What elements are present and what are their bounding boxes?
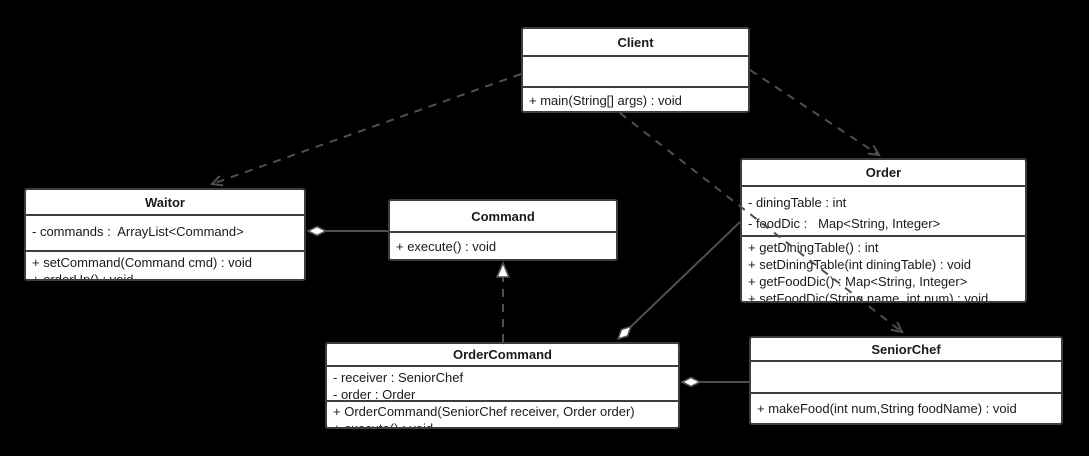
class-order[interactable]: Order - diningTable : int - foodDic : Ma…	[740, 158, 1027, 303]
class-command[interactable]: Command + execute() : void	[388, 199, 618, 261]
method: + OrderCommand(SeniorChef receiver, Orde…	[333, 404, 635, 419]
class-ordercommand-attributes: - receiver : SeniorChef - order : Order	[327, 365, 678, 400]
class-seniorchef-title: SeniorChef	[871, 341, 941, 357]
method: + orderUp() : void	[32, 272, 134, 281]
attribute: - receiver : SeniorChef	[333, 370, 464, 385]
class-order-methods: + getDiningTable() : int + setDiningTabl…	[742, 235, 1025, 303]
class-client[interactable]: Client + main(String[] args) : void	[521, 27, 750, 113]
method: + execute() : void	[333, 421, 434, 429]
class-client-title: Client	[617, 34, 654, 50]
attribute: - commands : ArrayList<Command>	[32, 224, 244, 239]
attribute: - diningTable : int	[748, 195, 847, 210]
class-order-attributes: - diningTable : int - foodDic : Map<Stri…	[742, 185, 1025, 235]
class-waitor-title: Waitor	[145, 194, 185, 210]
method: + setCommand(Command cmd) : void	[32, 255, 252, 270]
class-command-methods: + execute() : void	[390, 231, 616, 259]
class-seniorchef-attributes	[751, 360, 1061, 392]
class-client-attributes	[523, 55, 748, 86]
method: + setFoodDic(String name, int num) : voi…	[748, 291, 989, 303]
attribute: - foodDic : Map<String, Integer>	[748, 216, 941, 231]
class-waitor[interactable]: Waitor - commands : ArrayList<Command> +…	[24, 188, 306, 281]
class-ordercommand[interactable]: OrderCommand - receiver : SeniorChef - o…	[325, 342, 680, 429]
method: + makeFood(int num,String foodName) : vo…	[757, 401, 1017, 416]
class-order-title: Order	[865, 165, 902, 180]
attribute: - order : Order	[333, 387, 416, 400]
class-waitor-methods: + setCommand(Command cmd) : void + order…	[26, 250, 304, 281]
method: + getFoodDic() : Map<String, Integer>	[748, 274, 968, 289]
class-ordercommand-title: OrderCommand	[453, 347, 552, 362]
class-ordercommand-methods: + OrderCommand(SeniorChef receiver, Orde…	[327, 400, 678, 429]
dependency-client-order[interactable]	[749, 69, 879, 155]
method: + getDiningTable() : int	[748, 240, 879, 255]
class-client-methods: + main(String[] args) : void	[523, 86, 748, 111]
method: + main(String[] args) : void	[529, 93, 682, 108]
class-waitor-attributes: - commands : ArrayList<Command>	[26, 214, 304, 250]
class-seniorchef-methods: + makeFood(int num,String foodName) : vo…	[751, 392, 1061, 423]
aggregation-ordercommand-order[interactable]	[618, 221, 741, 339]
method: + setDiningTable(int diningTable) : void	[748, 257, 971, 272]
class-command-title: Command	[471, 208, 535, 224]
method: + execute() : void	[396, 239, 497, 254]
dependency-client-waitor[interactable]	[212, 73, 522, 184]
class-seniorchef[interactable]: SeniorChef + makeFood(int num,String foo…	[749, 336, 1063, 425]
